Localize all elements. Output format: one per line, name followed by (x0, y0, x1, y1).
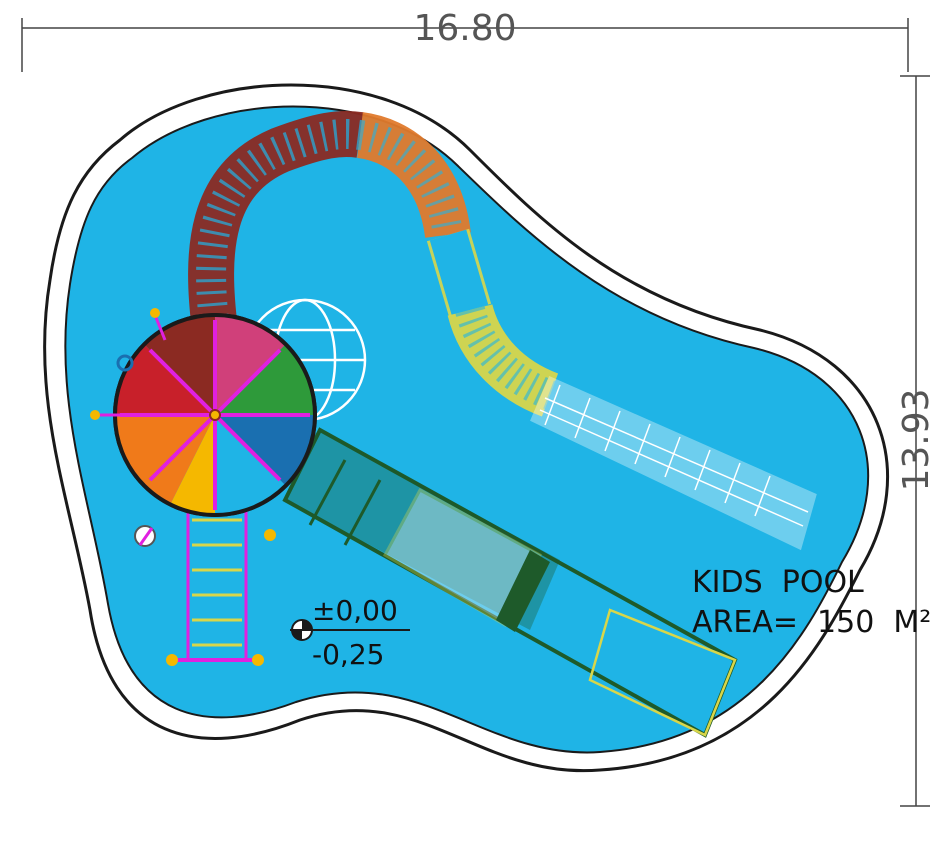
width-dimension-label: 16.80 (413, 8, 516, 49)
level-bottom-label: -0,25 (312, 638, 384, 671)
pool-area-label: AREA= 150 M² (692, 605, 931, 640)
ladder (166, 498, 264, 666)
height-dimension-label: 13.93 (896, 388, 937, 491)
level-top-label: ±0,00 (312, 594, 398, 627)
width-dimension (21, 18, 909, 72)
tunnel-slide (188, 110, 559, 417)
straight-slide (282, 427, 738, 738)
height-dimension (900, 75, 930, 807)
level-marker (290, 619, 410, 641)
tunnel-slide-runout (530, 376, 817, 551)
play-tower (90, 308, 317, 547)
pool-water (64, 105, 870, 754)
pool-name-label: KIDS POOL (692, 565, 864, 600)
